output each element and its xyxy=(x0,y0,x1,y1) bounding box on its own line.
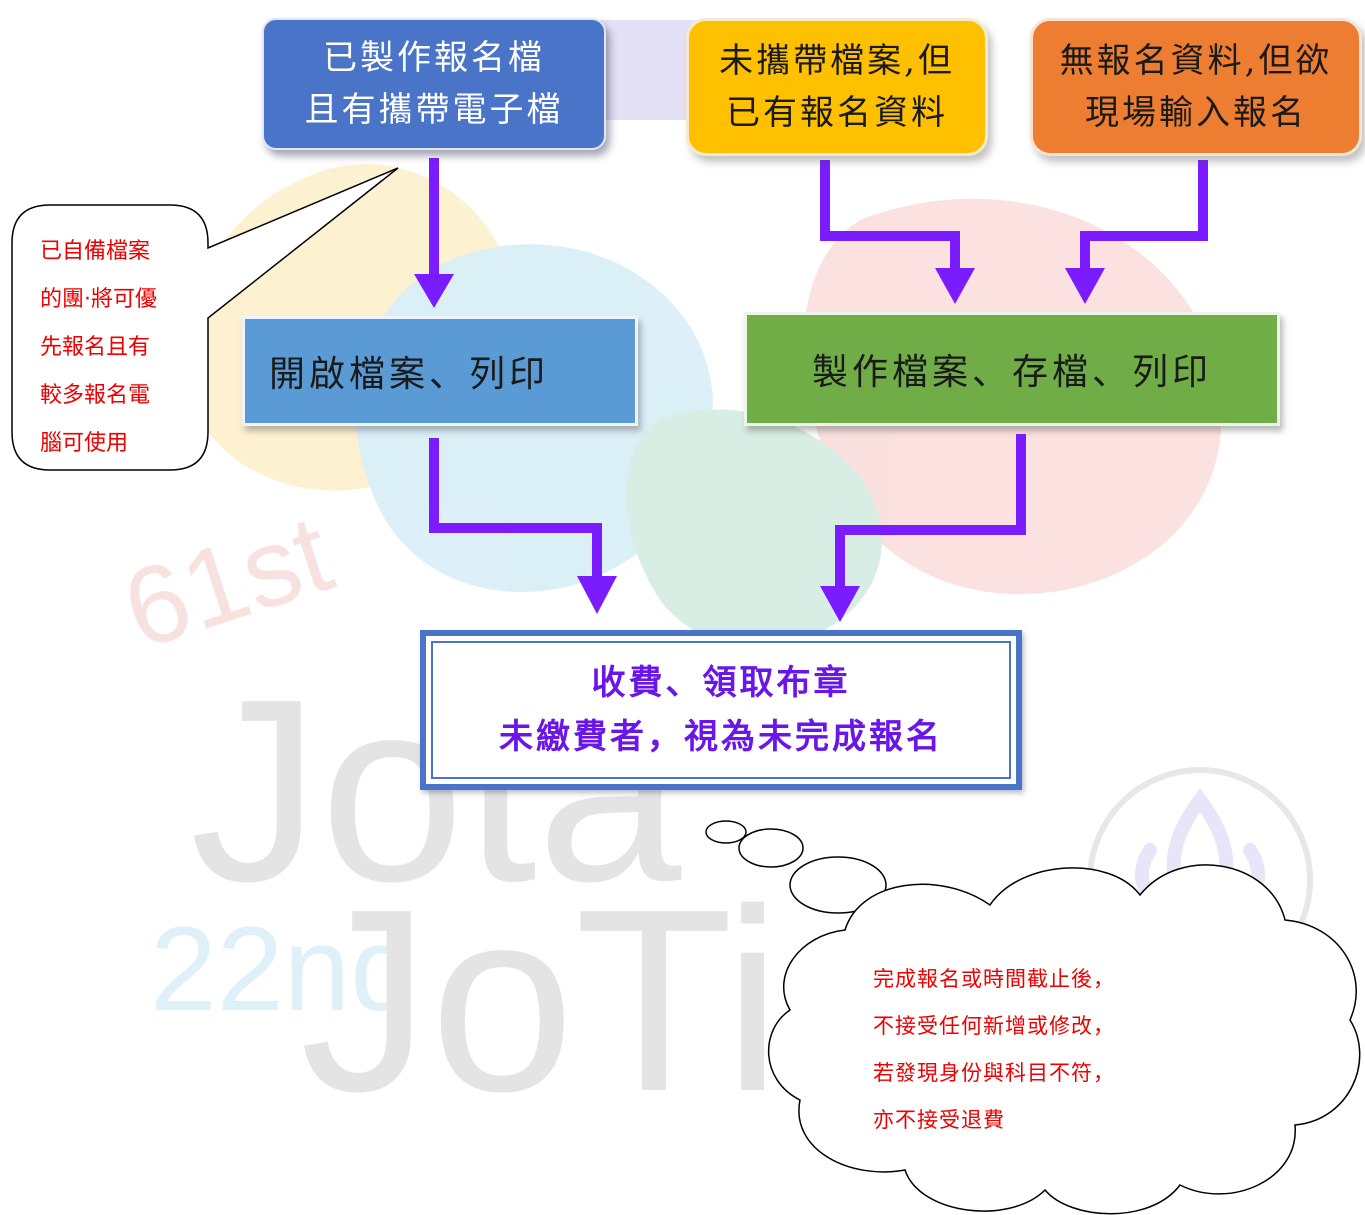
node-make-print: 製作檔案、存檔、列印 xyxy=(744,312,1280,426)
node-no-file: 未攜帶檔案,但 已有報名資料 xyxy=(686,18,988,156)
thought-dot-small xyxy=(705,820,747,844)
arrowhead-pay-right xyxy=(820,586,860,622)
thought-cloud xyxy=(768,864,1361,1215)
speech-note-line-4: 較多報名電 xyxy=(40,383,151,408)
cloud-note: 完成報名或時間截止後， 不接受任何新增或修改， 若發現身份與科目不符， 亦不接受… xyxy=(873,956,1115,1144)
node-payment: 收費、領取布章 未繳費者，視為未完成報名 xyxy=(420,630,1022,790)
arrowhead-make-right xyxy=(1065,268,1105,304)
node-make-print-label: 製作檔案、存檔、列印 xyxy=(811,352,1212,393)
arrowhead-make-left xyxy=(935,268,975,304)
arrow-open-to-pay xyxy=(429,438,602,578)
joti-word: JoTi xyxy=(300,856,782,1146)
speech-note-line-2: 的團·將可優 xyxy=(40,287,157,312)
arrowhead-pay-left xyxy=(577,576,617,614)
cloud-note-line-4: 亦不接受退費 xyxy=(873,1108,1005,1132)
speech-bubble xyxy=(11,167,399,471)
node-open-print-label: 開啟檔案、列印 xyxy=(269,354,550,395)
arrow-nofile-to-make xyxy=(820,160,960,270)
node-no-data: 無報名資料,但欲 現場輸入報名 xyxy=(1030,18,1362,156)
thought-dot-large xyxy=(789,856,887,914)
node-no-data-line-2: 現場輸入報名 xyxy=(1085,93,1307,133)
thought-dot-medium xyxy=(738,828,804,868)
node-open-print: 開啟檔案、列印 xyxy=(242,316,638,426)
node-no-file-line-1: 未攜帶檔案,但 xyxy=(719,41,955,81)
arrow-nodata-to-make xyxy=(1080,160,1208,270)
speech-note-line-3: 先報名且有 xyxy=(40,335,151,360)
arrowhead-open xyxy=(414,274,454,308)
node-prepared-file: 已製作報名檔 且有攜帶電子檔 xyxy=(262,18,606,150)
cloud-note-line-1: 完成報名或時間截止後， xyxy=(873,967,1115,991)
speech-note-line-1: 已自備檔案 xyxy=(40,239,151,264)
cloud-note-line-3: 若發現身份與科目不符， xyxy=(873,1061,1115,1085)
node-payment-inner-border xyxy=(431,641,1011,779)
node-payment-line-2: 未繳費者，視為未完成報名 xyxy=(499,717,943,757)
arrow-make-to-pay xyxy=(835,434,1026,588)
node-payment-line-1: 收費、領取布章 xyxy=(591,663,851,703)
badge-22nd: 22nd xyxy=(150,902,417,1036)
node-no-file-line-2: 已有報名資料 xyxy=(726,93,948,133)
speech-note-line-5: 腦可使用 xyxy=(40,431,129,456)
speech-note: 已自備檔案 的團·將可優 先報名且有 較多報名電 腦可使用 xyxy=(40,228,157,468)
node-prepared-line-1: 已製作報名檔 xyxy=(323,38,545,78)
node-no-data-line-1: 無報名資料,但欲 xyxy=(1059,41,1333,81)
cloud-note-line-2: 不接受任何新增或修改， xyxy=(873,1014,1115,1038)
node-prepared-line-2: 且有攜帶電子檔 xyxy=(304,90,564,130)
